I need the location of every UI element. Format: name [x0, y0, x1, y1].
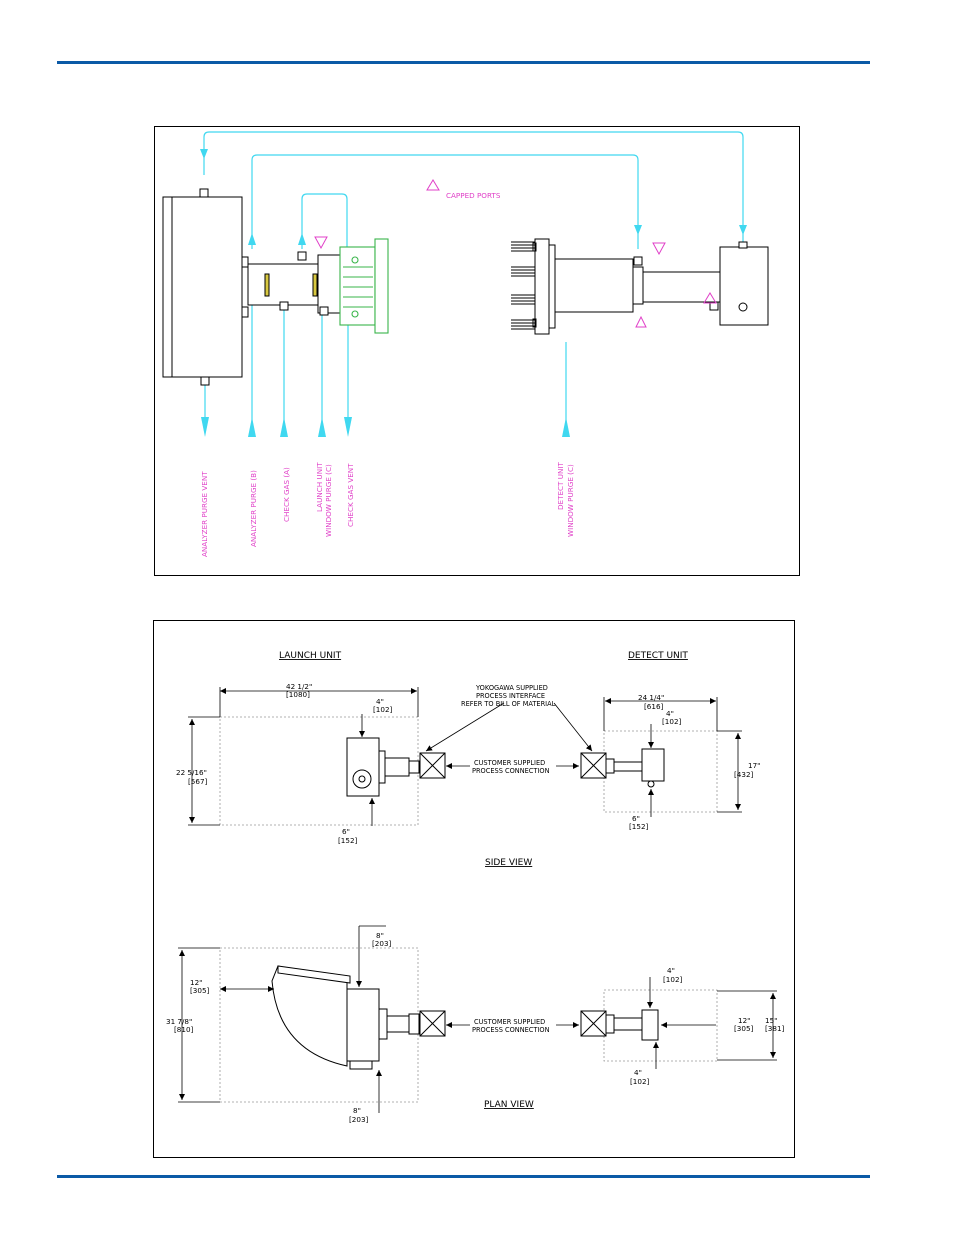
analyzer-enclosure	[162, 188, 249, 386]
yokogawa-note-1: YOKOGAWA SUPPLIED	[475, 684, 548, 692]
detect-unit-title: DETECT UNIT	[628, 651, 688, 661]
side-detect-top-in: 4"	[666, 709, 674, 718]
side-launch-bottom-mm: [152]	[338, 836, 358, 845]
capped-ports-label: CAPPED PORTS	[446, 191, 501, 200]
yokogawa-note-2: PROCESS INTERFACE	[476, 692, 545, 700]
side-detect-height-mm: [432]	[734, 770, 754, 779]
side-launch-top-mm: [102]	[373, 705, 393, 714]
detect-unit-body	[534, 238, 769, 335]
plan-detect-bottom-mm: [102]	[630, 1077, 650, 1086]
side-launch-width-in: 42 1/2"	[286, 682, 312, 691]
plan-detect-bottom-in: 4"	[634, 1068, 642, 1077]
port-label-analyzer-purge-vent: ANALYZER PURGE VENT	[200, 471, 209, 557]
dimension-diagram-frame: LAUNCH UNIT DETECT UNIT SIDE VIEW PLAN V…	[153, 620, 795, 1158]
plan-customer-note-1: CUSTOMER SUPPLIED	[474, 1018, 545, 1026]
purge-diagram: CAPPED PORTS ANALYZER PURGE VENT ANALYZE…	[162, 131, 769, 557]
side-customer-note-2: PROCESS CONNECTION	[472, 767, 550, 775]
plan-launch-dims	[178, 925, 386, 1113]
plan-launch-height-in: 31 7/8"	[166, 1017, 192, 1026]
plan-launch-top-mm: [203]	[372, 939, 392, 948]
plan-launch-height-mm: [810]	[174, 1025, 194, 1034]
purge-diagram-frame: CAPPED PORTS ANALYZER PURGE VENT ANALYZE…	[154, 126, 800, 576]
purge-arrows	[200, 149, 747, 437]
plan-launch-bottom-mm: [203]	[349, 1115, 369, 1124]
plan-view-title: PLAN VIEW	[484, 1100, 534, 1110]
port-label-detect-unit: DETECT UNIT	[556, 462, 565, 510]
plan-launch-unit	[271, 965, 420, 1070]
yokogawa-note-3: REFER TO BILL OF MATERIAL	[461, 700, 556, 708]
side-detect-bottom-in: 6"	[632, 814, 640, 823]
plan-customer-note-2: PROCESS CONNECTION	[472, 1026, 550, 1034]
launch-unit-body	[247, 251, 341, 316]
plan-detect-top-in: 4"	[667, 966, 675, 975]
side-detect-dims	[603, 697, 742, 817]
capped-port-markers	[314, 179, 717, 328]
plan-detect-height-in: 15"	[765, 1016, 777, 1025]
side-detect-width-mm: [616]	[644, 702, 664, 711]
plan-detect-dims	[647, 977, 777, 1069]
plan-detect-top-mm: [102]	[663, 975, 683, 984]
side-launch-dims	[188, 687, 419, 826]
port-label-check-gas: CHECK GAS (A)	[282, 467, 291, 522]
purge-port-labels: ANALYZER PURGE VENT ANALYZER PURGE (B) C…	[200, 462, 575, 557]
dimension-diagram: LAUNCH UNIT DETECT UNIT SIDE VIEW PLAN V…	[166, 651, 785, 1124]
plan-detect-right-mm: [305]	[734, 1024, 754, 1033]
side-detect-bottom-mm: [152]	[629, 822, 649, 831]
side-launch-height-in: 22 5/16"	[176, 768, 207, 777]
side-view-title: SIDE VIEW	[485, 858, 532, 868]
side-detect-unit	[580, 748, 665, 788]
port-label-analyzer-purge: ANALYZER PURGE (B)	[249, 470, 258, 547]
plan-detect-height-mm: [381]	[765, 1024, 785, 1033]
side-customer-note-1: CUSTOMER SUPPLIED	[474, 759, 545, 767]
footer-rule	[57, 1175, 870, 1178]
port-label-launch-window-purge: WINDOW PURGE (C)	[324, 464, 333, 537]
side-launch-width-mm: [1080]	[286, 690, 310, 699]
plan-launch-top-in: 8"	[376, 931, 384, 940]
side-launch-bottom-in: 6"	[342, 827, 350, 836]
port-label-check-gas-vent: CHECK GAS VENT	[346, 463, 355, 527]
side-detect-top-mm: [102]	[662, 717, 682, 726]
detect-bolts	[511, 241, 537, 330]
plan-detect-right-in: 12"	[738, 1016, 750, 1025]
plan-launch-door-in: 12"	[190, 978, 202, 987]
side-launch-unit	[346, 737, 420, 797]
side-launch-interface	[419, 752, 446, 779]
side-connection-dim	[425, 702, 593, 769]
side-detect-height-in: 17"	[748, 761, 760, 770]
side-launch-top-in: 4"	[376, 697, 384, 706]
port-label-detect-window-purge: WINDOW PURGE (C)	[566, 464, 575, 537]
launch-flange	[339, 238, 389, 334]
plan-launch-bottom-in: 8"	[353, 1106, 361, 1115]
header-rule	[57, 61, 870, 64]
port-label-launch-unit: LAUNCH UNIT	[315, 462, 324, 512]
side-launch-height-mm: [567]	[188, 777, 208, 786]
launch-unit-title: LAUNCH UNIT	[279, 651, 342, 661]
plan-detect-unit	[580, 1009, 659, 1041]
plan-launch-interface	[419, 1010, 446, 1037]
plan-launch-door-mm: [305]	[190, 986, 210, 995]
side-detect-width-in: 24 1/4"	[638, 693, 664, 702]
